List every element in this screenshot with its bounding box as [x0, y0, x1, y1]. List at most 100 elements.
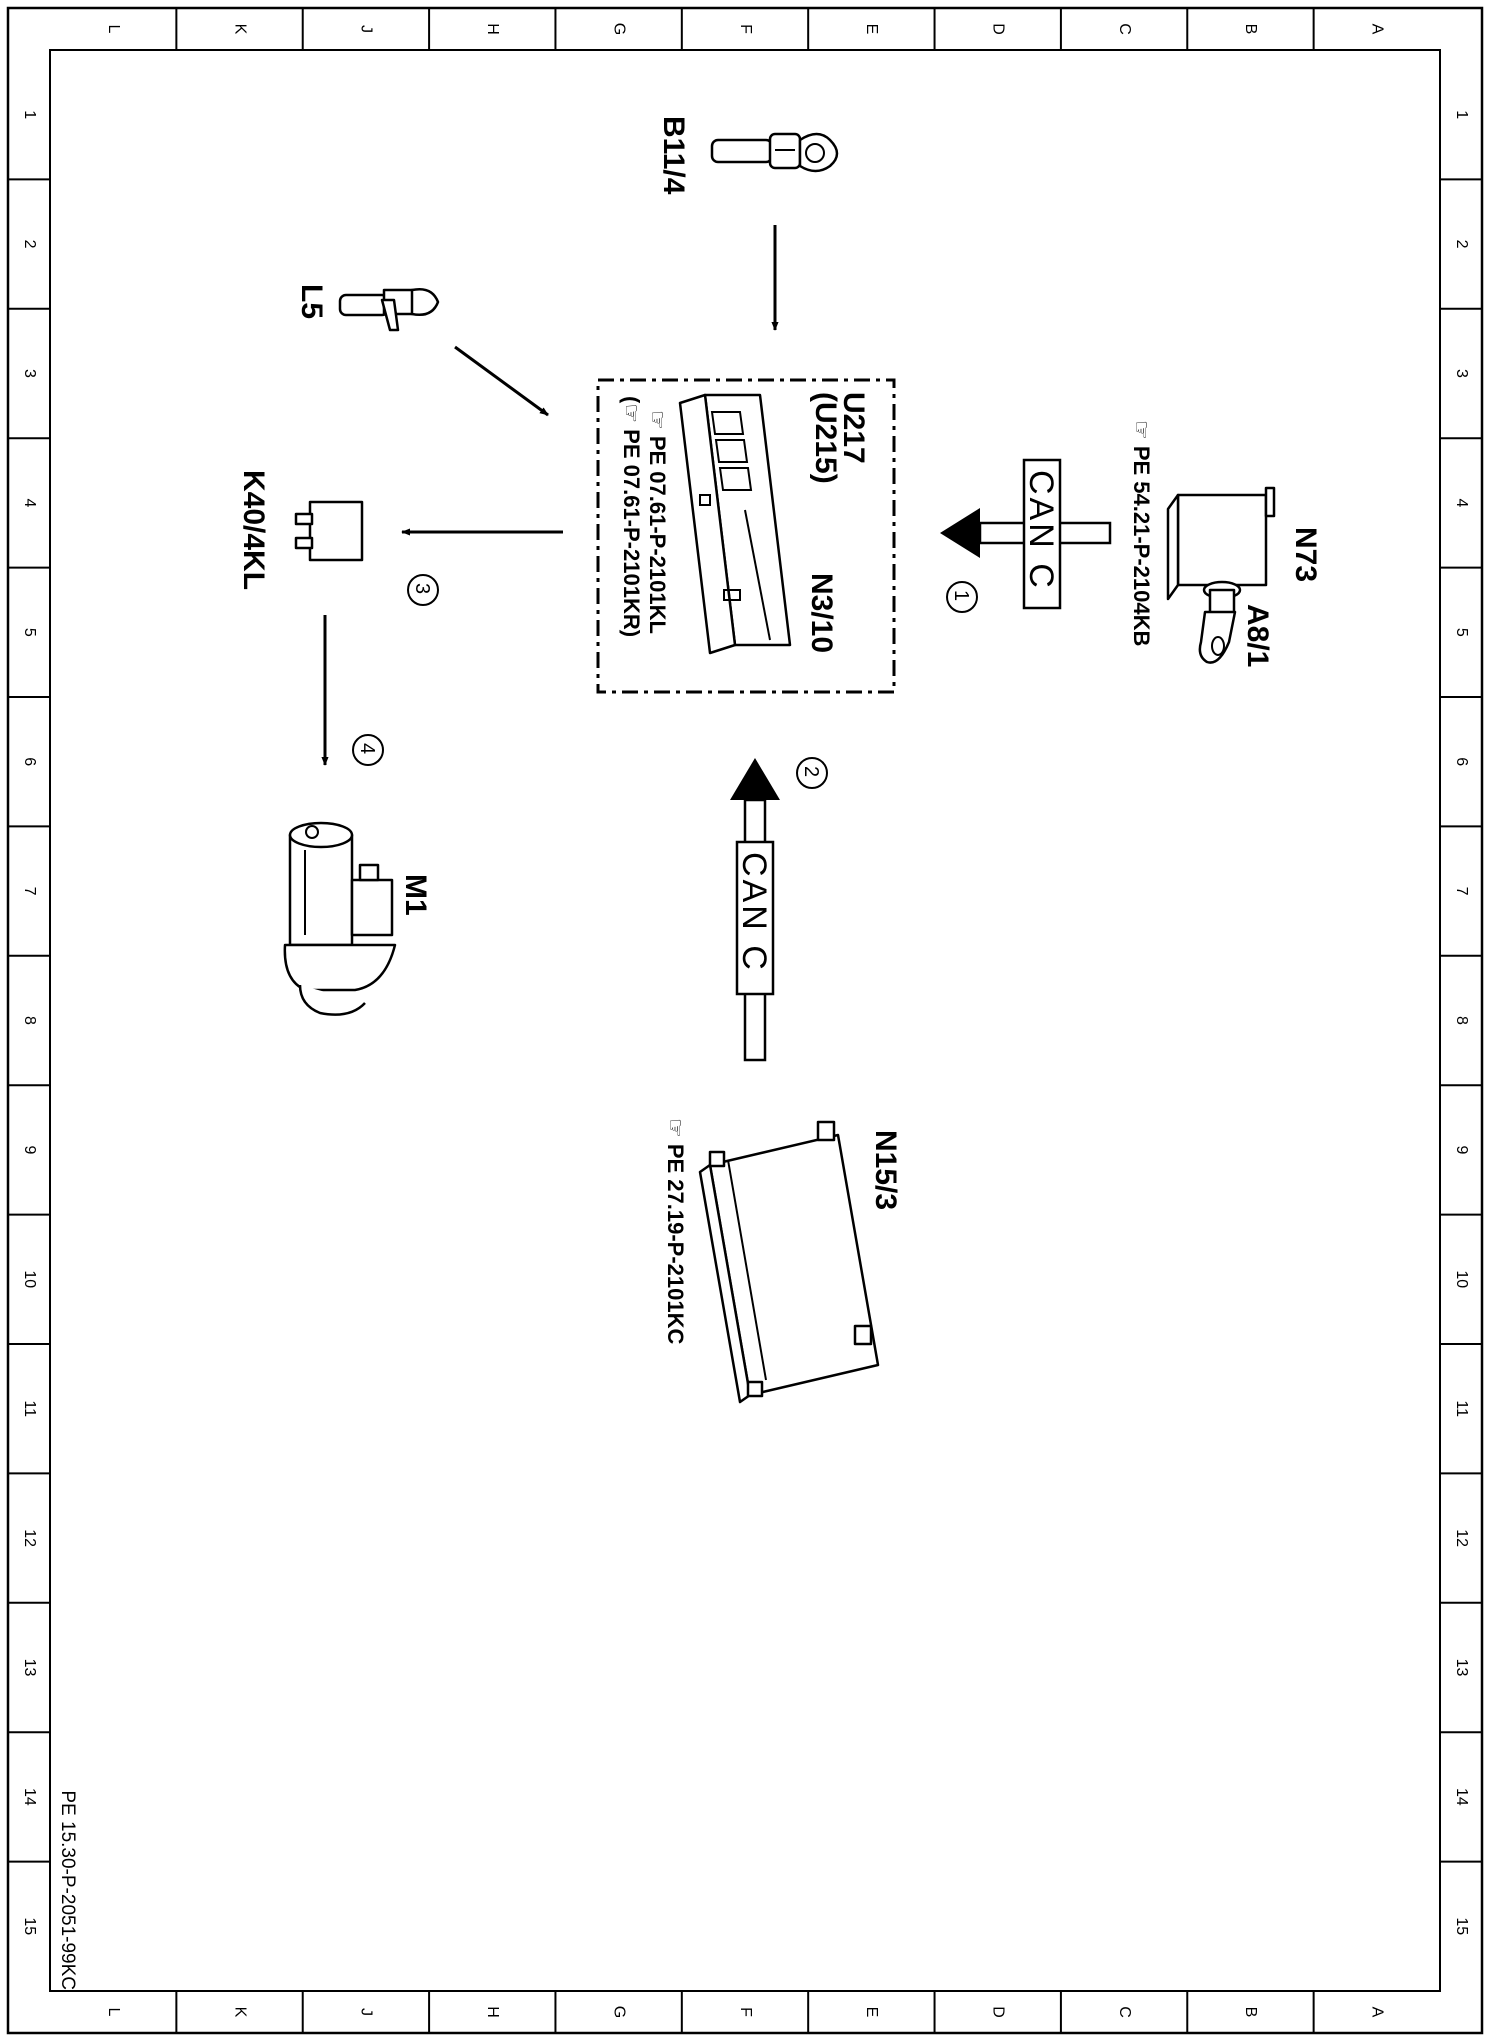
n73-switch-icon	[1166, 486, 1276, 618]
pointing-hand-icon: ☞	[663, 1118, 688, 1144]
grid-row-label: 3	[21, 369, 38, 378]
m1-starter-motor: M1	[283, 821, 432, 1016]
n3-10-dashed-boundary	[596, 378, 896, 694]
can-c-bus-upper: CAN C	[940, 458, 1112, 610]
n3-10-control-unit: N3/10 U217 (U215) ☞ PE 07.61-P-2101KL (☞…	[596, 378, 896, 694]
grid-row-label: 8	[21, 1016, 38, 1025]
step-1-marker: 1	[946, 581, 978, 613]
grid-column-label: A	[1369, 24, 1386, 35]
grid-row-label: 3	[1453, 369, 1470, 378]
step-3-marker: 3	[407, 574, 439, 606]
grid-row-label: 1	[21, 110, 38, 119]
grid-row-label: 11	[1453, 1400, 1470, 1417]
grid-row-label: 12	[1453, 1529, 1470, 1547]
pointing-hand-icon: ☞	[645, 410, 670, 436]
can-c-lower-arrowhead	[730, 758, 780, 800]
grid-column-label: L	[105, 2008, 122, 2017]
grid-row-label: 7	[1453, 887, 1470, 896]
document-number: PE 15.30-P-2051-99KC	[57, 1790, 78, 1990]
grid-column-label: K	[231, 2007, 248, 2018]
svg-text:4: 4	[356, 743, 378, 754]
n73-label: N73	[1289, 527, 1322, 582]
n15-3-module-icon	[698, 1120, 880, 1404]
grid-row-label: 5	[21, 628, 38, 637]
grid-row-label: 14	[1453, 1788, 1470, 1806]
l5-sensor-icon	[338, 288, 440, 332]
n3-10-label: N3/10	[805, 573, 838, 653]
n73-reference: ☞ PE 54.21-P-2104KB	[1129, 420, 1154, 646]
n73-ignition-switch: N73 A8/1 ☞ PE 54.21-P-2104KB	[1129, 420, 1322, 667]
step-4-marker: 4	[352, 734, 384, 766]
grid-column-label: F	[737, 2007, 754, 2017]
grid-row-label: 7	[21, 887, 38, 896]
grid-row-label: 10	[21, 1270, 38, 1288]
grid-row-label: 10	[1453, 1270, 1470, 1288]
n15-3-label: N15/3	[869, 1130, 902, 1210]
grid-row-label: 11	[21, 1400, 38, 1417]
n15-3-reference: ☞ PE 27.19-P-2101KC	[663, 1118, 688, 1345]
grid-row-label: 2	[1453, 240, 1470, 249]
n3-10-reference-2: (☞ PE 07.61-P-2101KR)	[619, 396, 644, 637]
grid-column-label: H	[484, 2006, 501, 2018]
grid-column-label: E	[863, 2007, 880, 2018]
grid-column-label: G	[610, 2006, 627, 2018]
grid-column-label: B	[1242, 2007, 1259, 2018]
a8-1-key-icon	[1198, 610, 1237, 664]
k40-4kl-label: K40/4KL	[237, 470, 270, 590]
can-c-bus-lower: CAN C	[730, 758, 780, 1062]
drawing-frame	[6, 6, 1484, 2035]
l5-sensor: L5	[295, 284, 440, 332]
grid-row-label: 1	[1453, 110, 1470, 119]
can-c-upper-label-box	[1022, 458, 1062, 610]
arrow-l5-to-n3-10	[454, 345, 549, 417]
n3-10-variant-u217: U217	[837, 392, 870, 464]
n3-10-reference-1: ☞ PE 07.61-P-2101KL	[645, 410, 670, 634]
grid-row-label: 8	[1453, 1016, 1470, 1025]
grid-row-label: 5	[1453, 628, 1470, 637]
grid-column-label: D	[989, 2006, 1006, 2018]
k40-4kl-relay: K40/4KL	[237, 470, 364, 590]
grid-column-label: C	[1116, 23, 1133, 35]
grid-row-label: 9	[1453, 1145, 1470, 1154]
grid-row-label: 13	[1453, 1659, 1470, 1677]
m1-label: M1	[399, 874, 432, 916]
grid-row-label: 13	[21, 1659, 38, 1677]
grid-column-label: A	[1369, 2007, 1386, 2018]
can-c-lower-label-box	[735, 840, 775, 996]
grid-column-label: H	[484, 23, 501, 35]
b11-4-sensor: B11/4	[657, 116, 839, 195]
can-c-lower-label: CAN C	[735, 852, 773, 973]
grid-row-label: 14	[21, 1788, 38, 1806]
grid-row-label: 2	[21, 240, 38, 249]
n15-3-control-unit: N15/3 ☞ PE 27.19-P-2101KC	[663, 1118, 902, 1404]
grid-row-label: 12	[21, 1529, 38, 1547]
grid-row-label: 4	[1453, 498, 1470, 507]
svg-text:1: 1	[950, 590, 972, 601]
n3-10-variant-u215: (U215)	[809, 392, 842, 484]
svg-text:3: 3	[411, 583, 433, 594]
n3-10-module-icon	[678, 393, 792, 655]
grid-column-label: B	[1242, 24, 1259, 35]
grid-row-label: 9	[21, 1145, 38, 1154]
grid-column-label: E	[863, 24, 880, 35]
svg-text:2: 2	[800, 766, 822, 777]
grid-row-label: 6	[21, 757, 38, 766]
b11-4-label: B11/4	[657, 116, 690, 195]
can-c-upper-arrowhead	[940, 508, 980, 558]
can-c-upper-label: CAN C	[1022, 470, 1060, 591]
grid-column-label: C	[1116, 2006, 1133, 2018]
grid-column-label: D	[989, 23, 1006, 35]
pointing-hand-icon: ☞	[1129, 420, 1154, 446]
grid-column-label: G	[610, 23, 627, 35]
k40-4kl-relay-icon	[294, 500, 364, 562]
step-2-marker: 2	[796, 757, 828, 789]
grid-column-label: K	[231, 24, 248, 35]
grid-row-label: 15	[1453, 1917, 1470, 1935]
grid-column-label: L	[105, 25, 122, 34]
grid-column-label: J	[358, 2008, 375, 2016]
grid-row-label: 4	[21, 498, 38, 507]
a8-1-label: A8/1	[1241, 604, 1274, 667]
grid-row-label: 15	[21, 1917, 38, 1935]
